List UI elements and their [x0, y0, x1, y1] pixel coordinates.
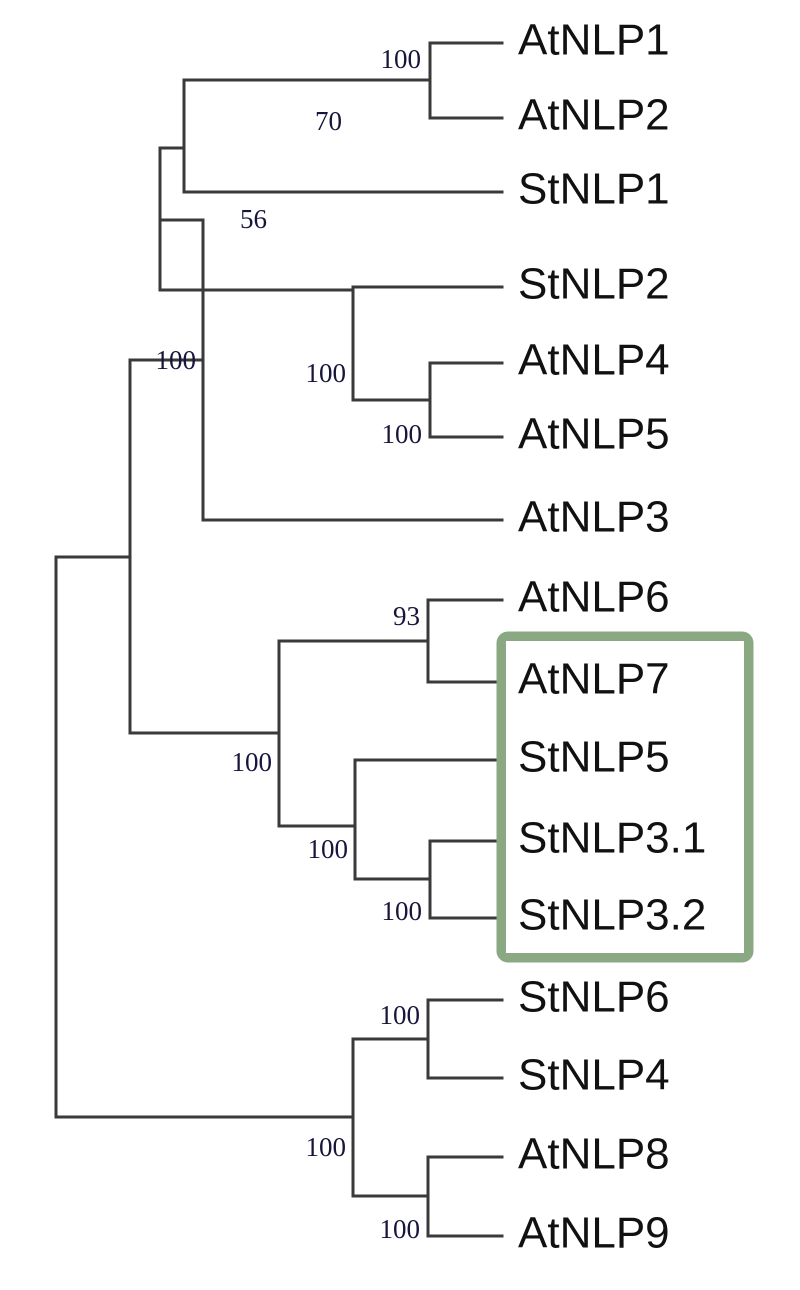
highlight-box-group — [496, 631, 754, 963]
highlight-box — [496, 631, 754, 963]
tip-label-StNLP4: StNLP4 — [518, 1051, 670, 1100]
tip-label-StNLP3-1: StNLP3.1 — [518, 814, 706, 863]
support-label-node-100-stnlp2: 100 — [306, 358, 347, 388]
tip-label-AtNLP7: AtNLP7 — [518, 655, 670, 704]
tip-label-StNLP1: StNLP1 — [518, 165, 670, 214]
support-label-node-100-at45: 100 — [382, 419, 423, 449]
tip-label-StNLP5: StNLP5 — [518, 733, 670, 782]
support-label-node-100-st3: 100 — [382, 896, 423, 926]
tip-labels: AtNLP1 AtNLP2 StNLP1 StNLP2 AtNLP4 AtNLP… — [518, 16, 706, 1258]
tree-branches — [54, 41, 504, 1238]
support-label-node-56: 56 — [240, 204, 267, 234]
support-label-node-70: 70 — [315, 106, 342, 136]
highlight-box-inner-outline — [506, 641, 744, 953]
tip-label-AtNLP6: AtNLP6 — [518, 573, 670, 622]
tip-label-StNLP3-2: StNLP3.2 — [518, 891, 706, 940]
tip-label-StNLP2: StNLP2 — [518, 260, 670, 309]
tip-label-AtNLP3: AtNLP3 — [518, 493, 670, 542]
support-label-node-middle: 100 — [232, 747, 273, 777]
tip-label-AtNLP9: AtNLP9 — [518, 1209, 670, 1258]
tip-label-AtNLP5: AtNLP5 — [518, 410, 670, 459]
support-label-node-lower: 100 — [306, 1132, 347, 1162]
support-label-node-100-at89: 100 — [380, 1214, 421, 1244]
bootstrap-support-labels: 100 70 56 100 100 100 93 100 100 100 100… — [156, 44, 423, 1244]
tip-label-AtNLP1: AtNLP1 — [518, 16, 670, 65]
support-label-node-100-at12: 100 — [381, 44, 422, 74]
support-label-node-upper: 100 — [156, 345, 197, 375]
tip-label-AtNLP2: AtNLP2 — [518, 91, 670, 140]
tip-label-AtNLP4: AtNLP4 — [518, 336, 670, 385]
tip-label-AtNLP8: AtNLP8 — [518, 1130, 670, 1179]
support-label-node-100-stnlp5: 100 — [308, 834, 349, 864]
support-label-node-100-st64: 100 — [380, 1000, 421, 1030]
support-label-node-93: 93 — [393, 601, 420, 631]
tip-label-StNLP6: StNLP6 — [518, 973, 670, 1022]
